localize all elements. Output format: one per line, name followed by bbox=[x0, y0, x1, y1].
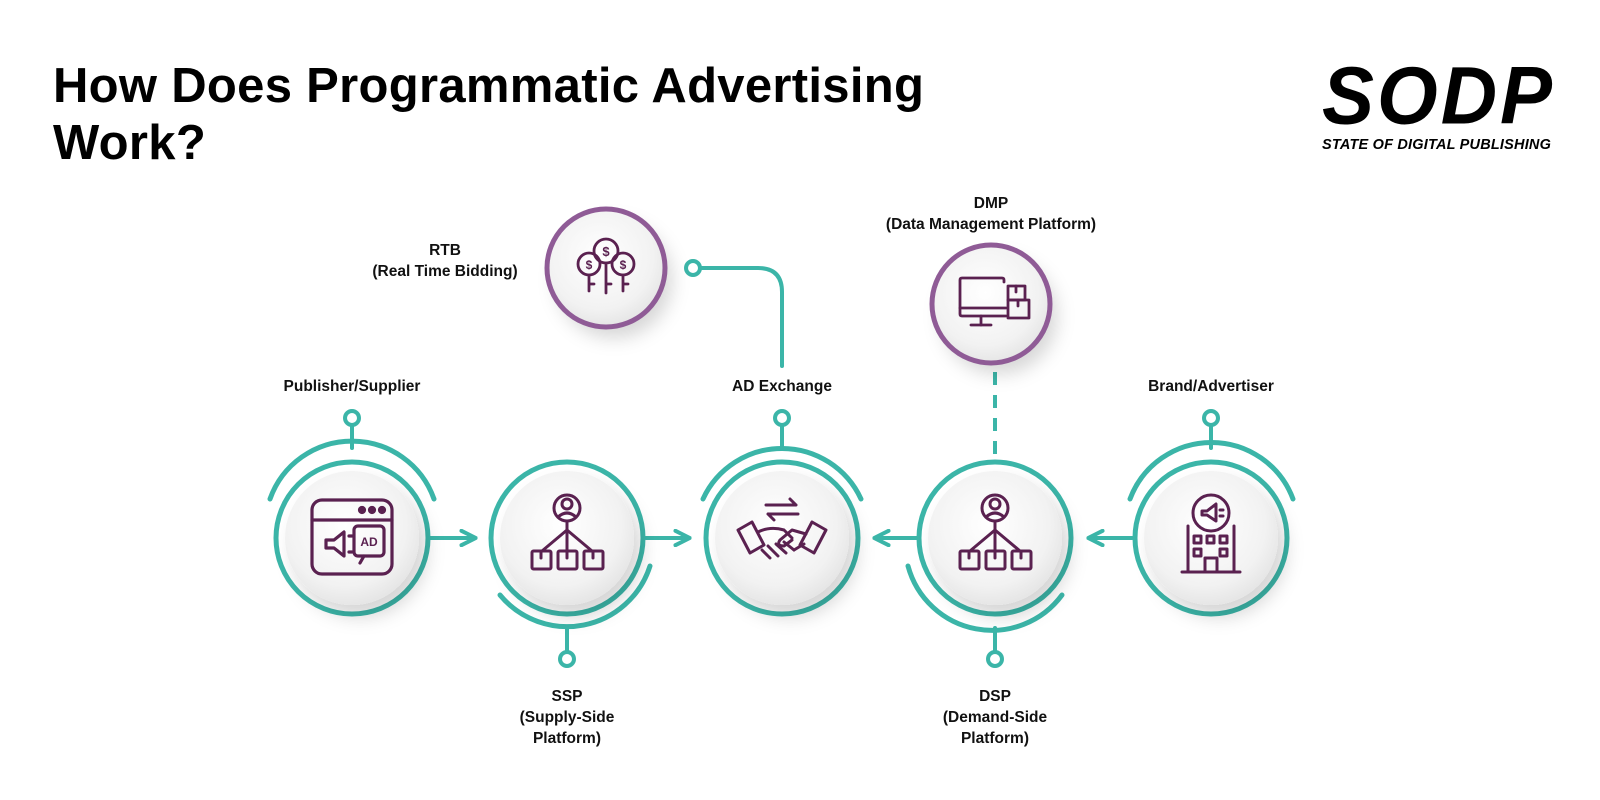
rtb-exchange-connector bbox=[691, 266, 784, 368]
ad-browser-icon: AD bbox=[310, 498, 394, 576]
dmp-label-line-1: DMP bbox=[973, 195, 1009, 212]
label-brand: Brand/Advertiser bbox=[1111, 376, 1311, 397]
node-dmp bbox=[929, 242, 1053, 366]
ssp-ring bbox=[488, 459, 646, 617]
ssp-label-line-3: Platform) bbox=[532, 730, 602, 747]
connector-dots bbox=[343, 259, 1220, 668]
dsp-label-line-2: (Demand-Side bbox=[942, 709, 1048, 726]
title-line-1: How Does Programmatic Advertising bbox=[53, 59, 925, 113]
publisher-label: Publisher/Supplier bbox=[283, 378, 421, 395]
publisher-dot bbox=[343, 409, 361, 427]
publisher-ring bbox=[273, 459, 431, 617]
label-exchange: AD Exchange bbox=[682, 376, 882, 397]
brand-dot bbox=[1202, 409, 1220, 427]
node-ssp bbox=[488, 459, 653, 630]
dsp-label-line-3: Platform) bbox=[960, 730, 1030, 747]
sodp-logo: SODP STATE OF DIGITAL PUBLISHING bbox=[1322, 50, 1557, 160]
rtb-dot bbox=[684, 259, 702, 277]
ssp-dot bbox=[558, 650, 576, 668]
coins-bidding-icon: $ $ $ bbox=[576, 237, 636, 295]
ssp-label-line-2: (Supply-Side bbox=[519, 709, 615, 726]
dsp-ring bbox=[916, 459, 1074, 617]
exchange-dot bbox=[773, 409, 791, 427]
label-publisher: Publisher/Supplier bbox=[252, 376, 452, 397]
brand-disk bbox=[1144, 471, 1278, 605]
monitor-boxes-icon bbox=[958, 276, 1031, 327]
node-rtb: $ $ $ bbox=[544, 206, 668, 330]
node-exchange bbox=[700, 445, 864, 617]
logo-wordmark: SODP bbox=[1322, 48, 1556, 142]
node-publisher: AD bbox=[267, 438, 437, 617]
title-line-2: Work? bbox=[53, 116, 207, 170]
exchange-outer-arc bbox=[700, 445, 864, 502]
svg-text:$: $ bbox=[602, 244, 610, 259]
handshake-exchange-icon bbox=[736, 497, 828, 560]
logo-tagline: STATE OF DIGITAL PUBLISHING bbox=[1322, 137, 1552, 153]
dsp-outer-arc bbox=[905, 563, 1065, 633]
rtb-label-line-1: RTB bbox=[429, 242, 461, 259]
dsp-label-line-1: DSP bbox=[979, 688, 1011, 705]
publisher-outer-arc bbox=[267, 438, 437, 502]
user-network-icon bbox=[530, 493, 605, 571]
svg-text:AD: AD bbox=[360, 535, 378, 549]
brand-outer-arc bbox=[1127, 439, 1296, 502]
node-brand bbox=[1127, 439, 1296, 617]
rtb-ring bbox=[544, 206, 668, 330]
exchange-label: AD Exchange bbox=[732, 378, 832, 395]
label-dmp: DMP (Data Management Platform) bbox=[860, 193, 1122, 235]
user-network-icon bbox=[958, 493, 1033, 571]
ssp-outer-arc bbox=[497, 563, 653, 630]
brand-ring bbox=[1132, 459, 1290, 617]
dmp-label-line-2: (Data Management Platform) bbox=[885, 216, 1097, 233]
brand-label: Brand/Advertiser bbox=[1148, 378, 1274, 395]
exchange-ring bbox=[703, 459, 861, 617]
svg-text:$: $ bbox=[586, 258, 593, 272]
label-ssp: SSP (Supply-Side Platform) bbox=[467, 686, 667, 749]
page-title: How Does Programmatic Advertising Work? bbox=[53, 58, 1103, 172]
dsp-dot bbox=[986, 650, 1004, 668]
publisher-disk bbox=[285, 471, 419, 605]
rtb-label-line-2: (Real Time Bidding) bbox=[372, 263, 518, 280]
building-megaphone-icon bbox=[1180, 493, 1242, 574]
connector-lines bbox=[350, 266, 1213, 653]
dmp-ring bbox=[929, 242, 1053, 366]
dmp-disk bbox=[933, 246, 1049, 362]
label-dsp: DSP (Demand-Side Platform) bbox=[895, 686, 1095, 749]
svg-text:$: $ bbox=[620, 258, 627, 272]
node-dsp bbox=[905, 459, 1074, 633]
label-rtb: RTB (Real Time Bidding) bbox=[350, 240, 540, 282]
ssp-label-line-1: SSP bbox=[551, 688, 583, 705]
